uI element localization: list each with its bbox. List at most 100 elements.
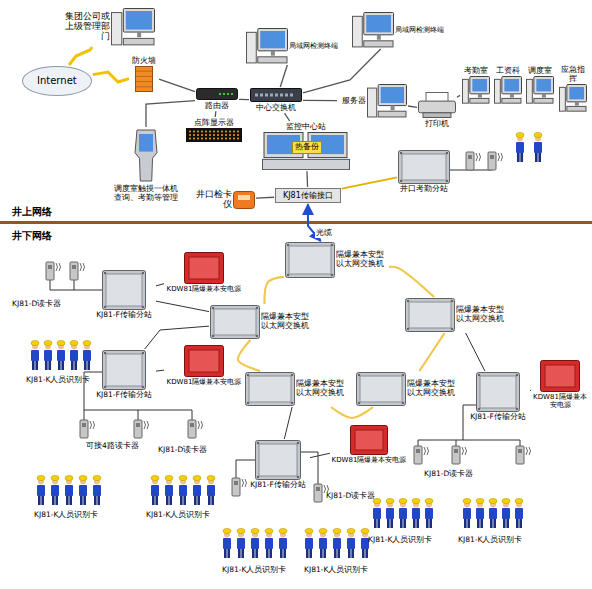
network-link bbox=[93, 72, 129, 82]
display-icon bbox=[186, 128, 242, 142]
enclosure-icon bbox=[246, 373, 295, 406]
worker-body bbox=[305, 538, 313, 549]
keyboard bbox=[258, 57, 287, 63]
worker-leg bbox=[45, 361, 48, 370]
device-icon bbox=[285, 242, 335, 278]
worker-leg bbox=[183, 496, 186, 505]
signal-wave bbox=[198, 421, 200, 429]
device-icon bbox=[405, 298, 455, 332]
signal-wave bbox=[465, 447, 467, 455]
bolt bbox=[446, 152, 449, 155]
ring-network-link bbox=[264, 277, 284, 304]
keyboard bbox=[534, 99, 553, 104]
led-dot bbox=[225, 131, 227, 133]
enclosure-icon bbox=[477, 373, 520, 412]
bolt bbox=[358, 374, 361, 377]
network-link bbox=[342, 177, 397, 188]
worker-body bbox=[57, 350, 65, 361]
worker-body bbox=[79, 485, 87, 496]
worker-helmet bbox=[44, 340, 52, 345]
signal-wave bbox=[56, 263, 58, 271]
led-dot bbox=[217, 134, 219, 136]
led-dot bbox=[229, 138, 231, 140]
monitor bbox=[258, 29, 288, 51]
device-icon bbox=[135, 66, 153, 92]
signal-wave bbox=[245, 479, 247, 487]
device-label: KJ81-K人员识别卡 bbox=[222, 566, 286, 574]
bolt bbox=[291, 402, 294, 405]
bolt bbox=[402, 402, 405, 405]
enclosure-icon bbox=[256, 441, 301, 480]
monitor bbox=[364, 13, 394, 35]
reader-wire bbox=[418, 440, 520, 441]
device-icon bbox=[102, 270, 146, 310]
screen bbox=[260, 31, 285, 48]
bolt bbox=[142, 306, 145, 309]
device-label: 隔爆兼本安型 以太网交换机 bbox=[407, 380, 459, 397]
port bbox=[275, 94, 278, 97]
device-label: KJ81-D读卡器 bbox=[326, 492, 375, 500]
device-icon bbox=[350, 425, 388, 455]
enclosure-lid bbox=[249, 376, 291, 402]
worker-leg bbox=[208, 496, 211, 505]
worker-helmet bbox=[57, 340, 65, 345]
pc-tower bbox=[463, 80, 469, 104]
worker-leg bbox=[169, 496, 172, 505]
worker-body bbox=[65, 485, 73, 496]
device-icon bbox=[540, 360, 580, 392]
reader-window bbox=[190, 423, 194, 427]
worker-helmet bbox=[319, 528, 327, 533]
reader-window bbox=[136, 423, 140, 427]
worker-leg bbox=[87, 361, 90, 370]
bolt bbox=[256, 335, 259, 338]
worker-helmet bbox=[237, 528, 245, 533]
worker-leg bbox=[387, 519, 390, 528]
ring-network-link bbox=[238, 340, 260, 371]
worker-leg bbox=[517, 153, 520, 162]
led-dot bbox=[221, 138, 223, 140]
worker-body bbox=[425, 508, 433, 519]
worker-leg bbox=[74, 361, 77, 370]
reader-wire bbox=[192, 410, 193, 420]
device-node: 路由器 bbox=[196, 88, 238, 110]
worker-leg bbox=[152, 496, 155, 505]
power-supply-lid bbox=[189, 350, 219, 372]
worker-helmet bbox=[265, 528, 273, 533]
worker-leg bbox=[348, 549, 351, 558]
led-dot bbox=[205, 131, 207, 133]
led-dot bbox=[193, 134, 195, 136]
bolt bbox=[104, 352, 107, 355]
worker-leg bbox=[35, 361, 38, 370]
worker-leg bbox=[362, 549, 365, 558]
worker-leg bbox=[309, 549, 312, 558]
bolt bbox=[257, 442, 260, 445]
reader-window bbox=[48, 265, 52, 269]
worker-leg bbox=[429, 519, 432, 528]
worker-body bbox=[207, 485, 215, 496]
reader-window bbox=[468, 155, 472, 159]
device-label: KJ81-D读卡器 bbox=[158, 446, 207, 454]
worker-leg bbox=[71, 361, 74, 370]
device-icon bbox=[462, 76, 490, 104]
led-dot bbox=[229, 134, 231, 136]
worker-leg bbox=[503, 519, 506, 528]
screen bbox=[472, 79, 487, 91]
worker-leg bbox=[506, 519, 509, 528]
keyboard bbox=[364, 41, 393, 47]
worker-body bbox=[93, 485, 101, 496]
reader-window bbox=[518, 449, 522, 453]
led-dot bbox=[233, 131, 235, 133]
device-label: KJ81传输接口 bbox=[283, 191, 333, 200]
worker-leg bbox=[94, 496, 97, 505]
signal-wave bbox=[93, 421, 95, 429]
network-link bbox=[159, 79, 195, 91]
screen bbox=[569, 87, 584, 99]
worker-helmet bbox=[515, 498, 523, 503]
device-icon bbox=[367, 84, 407, 118]
device-node: KDW81隔爆兼本安电源 bbox=[331, 425, 407, 464]
device-label: 可接4路读卡器 bbox=[86, 442, 139, 450]
led-dot bbox=[217, 131, 219, 133]
worker-body bbox=[412, 508, 420, 519]
bolt bbox=[104, 272, 107, 275]
